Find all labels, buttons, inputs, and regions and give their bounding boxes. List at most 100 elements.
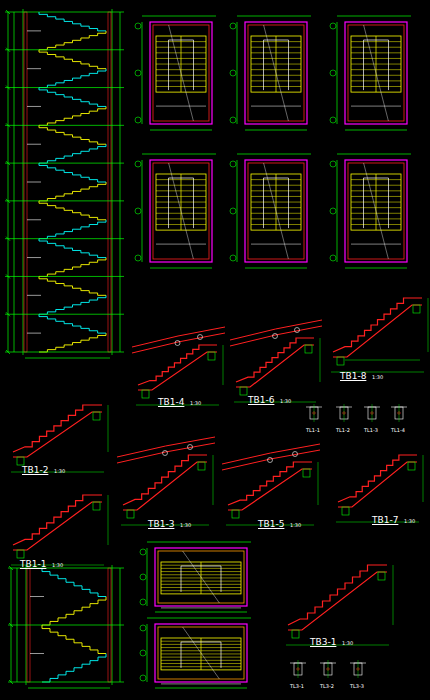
detail-note: 1:30: [190, 401, 201, 406]
cad-polyline: [42, 625, 106, 654]
cad-polyline: [138, 352, 217, 390]
cad-line: [6, 312, 10, 316]
cad-line: [161, 607, 241, 608]
cad-line: [234, 402, 316, 403]
cad-line: [351, 213, 401, 214]
cad-line: [156, 185, 206, 186]
cad-line: [345, 360, 420, 361]
cad-line: [28, 688, 110, 689]
cad-rect: [156, 36, 206, 92]
cad-polyline: [39, 314, 106, 333]
cad-line: [9, 566, 13, 570]
cad-line: [351, 64, 401, 65]
grid-bubble: [175, 341, 180, 346]
detail-title: TB1-3: [148, 520, 174, 529]
cad-polyline: [123, 462, 207, 510]
cad-line: [6, 161, 10, 165]
cad-polyline: [39, 239, 106, 258]
cad-line: [237, 16, 311, 17]
cad-line: [245, 130, 307, 131]
cad-line: [27, 257, 41, 258]
cad-line: [27, 333, 41, 334]
cad-line: [147, 624, 148, 682]
cad-line: [27, 144, 41, 145]
cad-rect: [305, 345, 312, 353]
cad-polyline: [364, 178, 389, 228]
cad-line: [27, 219, 41, 220]
cad-line: [364, 163, 389, 259]
cad-line: [6, 350, 10, 354]
cad-polyline: [228, 469, 312, 510]
cad-line: [251, 179, 301, 180]
cad-line: [5, 87, 124, 88]
cad-polyline: [338, 455, 417, 502]
cad-polyline: [236, 345, 314, 387]
cad-line: [213, 455, 214, 505]
cad-line: [161, 683, 241, 684]
cad-line: [161, 574, 241, 575]
cad-line: [6, 123, 10, 127]
cad-polyline: [39, 220, 106, 239]
cad-line: [161, 666, 241, 667]
cad-line: [264, 25, 289, 121]
cad-line: [251, 224, 301, 225]
cad-line: [6, 48, 10, 52]
cad-line: [351, 47, 401, 48]
detail-title: TB1-7: [372, 516, 398, 525]
cad-rect: [248, 25, 304, 121]
detail-note: 1:30: [404, 519, 415, 524]
detail-title: TB1-6: [248, 396, 274, 405]
cad-line: [345, 130, 407, 131]
cad-line: [161, 565, 241, 566]
cad-line: [399, 404, 400, 422]
cad-line: [337, 16, 411, 17]
grid-bubble: [230, 255, 236, 261]
cad-line: [156, 41, 206, 42]
cad-line: [142, 16, 216, 17]
cad-polyline: [364, 40, 389, 90]
cad-polyline: [264, 178, 289, 228]
cad-line: [358, 660, 359, 678]
cad-rect: [245, 22, 307, 124]
cad-line: [251, 47, 301, 48]
cad-line: [156, 86, 206, 87]
cad-line: [8, 682, 124, 683]
grid-bubble: [230, 70, 236, 76]
detail-title: TB3-1: [310, 638, 336, 647]
cad-rect: [337, 357, 344, 365]
cad-line: [5, 276, 124, 277]
cad-line: [169, 25, 194, 121]
grid-bubble: [295, 328, 300, 333]
cad-line: [161, 587, 241, 588]
cad-line: [5, 125, 124, 126]
grid-bubble: [330, 117, 336, 123]
cad-line: [223, 345, 224, 385]
detail-note: TL3-1: [290, 684, 304, 689]
cad-line: [251, 75, 301, 76]
cad-rect: [158, 627, 244, 679]
cad-line: [156, 224, 206, 225]
cad-polyline: [39, 125, 106, 144]
cad-line: [156, 106, 206, 107]
grid-bubble: [268, 458, 273, 463]
detail-title: TB1-4: [158, 398, 184, 407]
cad-line: [251, 106, 301, 107]
cad-polyline: [169, 178, 194, 228]
rebar-arc: [222, 444, 320, 464]
cad-rect: [240, 387, 247, 395]
detail-note: TL3-2: [320, 684, 334, 689]
cad-rect: [17, 457, 24, 465]
cad-polyline: [39, 31, 106, 50]
cad-line: [251, 41, 301, 42]
cad-line: [337, 154, 411, 155]
cad-line: [251, 218, 301, 219]
cad-polyline: [39, 295, 106, 314]
cad-rect: [251, 174, 301, 230]
cad-rect: [155, 624, 247, 682]
cad-line: [351, 52, 401, 53]
cad-line: [156, 202, 206, 203]
cad-line: [161, 647, 241, 648]
cad-line: [169, 163, 194, 259]
cad-line: [5, 352, 124, 353]
cad-line: [6, 199, 10, 203]
